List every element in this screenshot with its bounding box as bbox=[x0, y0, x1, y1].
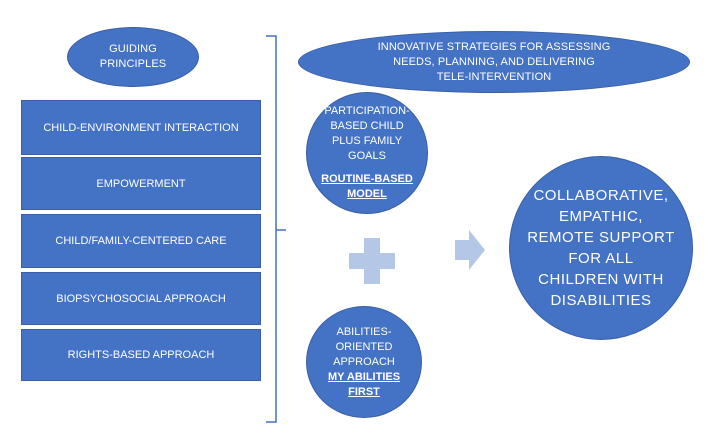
principle-label: RIGHTS-BASED APPROACH bbox=[67, 349, 215, 361]
abilities-line3: APPROACH bbox=[333, 355, 395, 368]
outcome-line5: CHILDREN WITH bbox=[538, 271, 664, 288]
principle-label: EMPOWERMENT bbox=[96, 177, 186, 190]
principle-box-child-environment: CHILD-ENVIRONMENT INTERACTION bbox=[21, 100, 261, 155]
routine-based-model-link-line1[interactable]: ROUTINE-BASED bbox=[321, 173, 413, 185]
principle-label: CHILD-ENVIRONMENT INTERACTION bbox=[43, 121, 239, 134]
arrow-right-icon bbox=[455, 230, 485, 270]
principle-box-rights-based: RIGHTS-BASED APPROACH bbox=[21, 329, 261, 381]
participation-line2: BASED CHILD bbox=[330, 120, 404, 132]
participation-line1: PARTICIPATION- bbox=[324, 105, 410, 117]
guiding-principles-ellipse: GUIDING PRINCIPLES bbox=[67, 27, 199, 87]
abilities-line2: ORIENTED bbox=[335, 340, 393, 353]
guiding-principles-label-line2: PRINCIPLES bbox=[99, 58, 167, 70]
outcome-line6: DISABILITIES bbox=[550, 292, 652, 309]
principle-box-biopsychosocial: BIOPSYCHOSOCIAL APPROACH bbox=[21, 272, 261, 325]
principle-label: CHILD/FAMILY-CENTERED CARE bbox=[55, 235, 227, 247]
participation-line3: PLUS FAMILY bbox=[331, 135, 403, 147]
routine-based-model-link-line2[interactable]: MODEL bbox=[347, 188, 387, 200]
participation-line4: GOALS bbox=[348, 150, 386, 162]
abilities-oriented-circle: ABILITIES- ORIENTED APPROACH MY ABILITIE… bbox=[306, 306, 422, 418]
principle-label: BIOPSYCHOSOCIAL APPROACH bbox=[56, 292, 226, 305]
outcome-line2: EMPATHIC, bbox=[559, 208, 643, 225]
grouping-brace bbox=[266, 35, 286, 423]
abilities-line1: ABILITIES- bbox=[336, 325, 392, 338]
innovative-line1: INNOVATIVE STRATEGIES FOR ASSESSING bbox=[377, 40, 611, 53]
guiding-principles-label-line1: GUIDING bbox=[109, 43, 157, 55]
innovative-strategies-ellipse: INNOVATIVE STRATEGIES FOR ASSESSING NEED… bbox=[298, 31, 690, 93]
plus-icon bbox=[349, 238, 395, 284]
innovative-line3: TELE-INTERVENTION bbox=[436, 70, 552, 83]
outcome-line4: FOR ALL bbox=[568, 250, 634, 267]
my-abilities-first-link-line2[interactable]: FIRST bbox=[348, 385, 380, 398]
my-abilities-first-link-line1[interactable]: MY ABILITIES bbox=[327, 370, 401, 383]
outcome-circle: COLLABORATIVE, EMPATHIC, REMOTE SUPPORT … bbox=[509, 156, 693, 340]
participation-goals-circle: PARTICIPATION- BASED CHILD PLUS FAMILY G… bbox=[306, 92, 428, 214]
innovative-line2: NEEDS, PLANNING, AND DELIVERING bbox=[393, 55, 595, 68]
principle-box-child-family-centered: CHILD/FAMILY-CENTERED CARE bbox=[21, 214, 261, 268]
principle-box-empowerment: EMPOWERMENT bbox=[21, 157, 261, 210]
outcome-line1: COLLABORATIVE, bbox=[533, 187, 669, 204]
outcome-line3: REMOTE SUPPORT bbox=[527, 229, 675, 246]
